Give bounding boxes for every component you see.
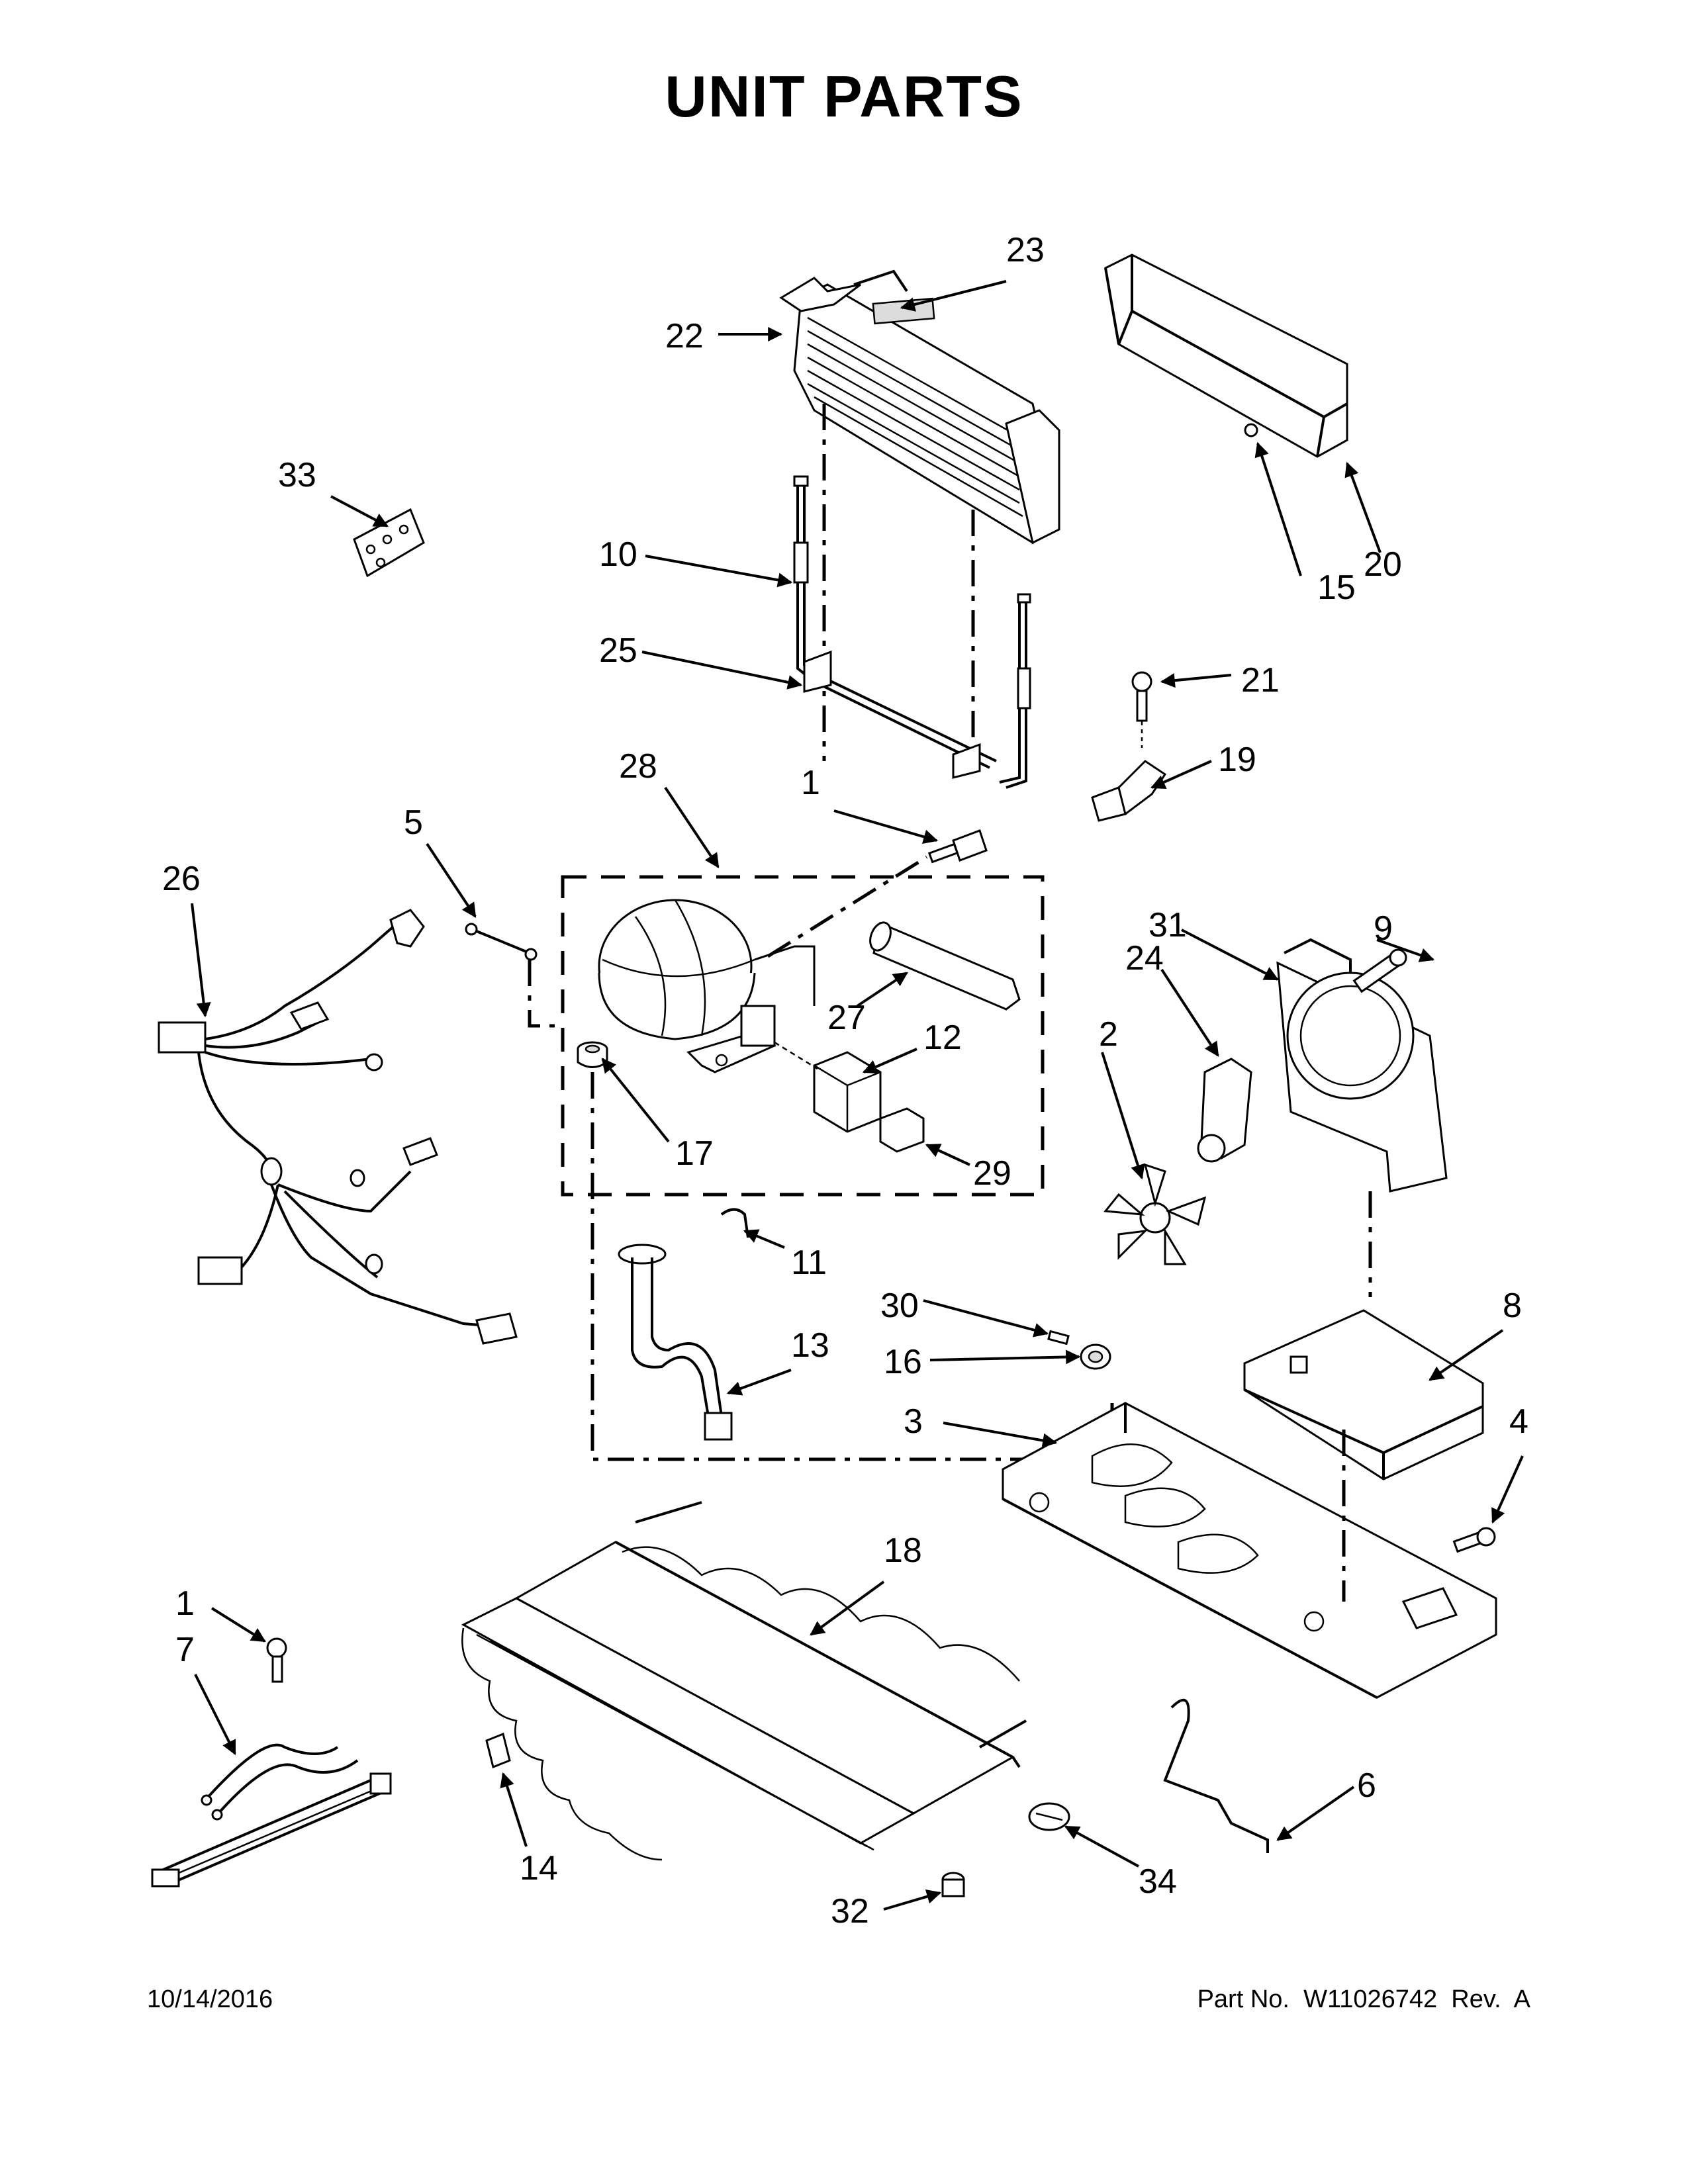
callout-23: 23 [1006, 231, 1045, 269]
fan-motor-24 [1197, 1058, 1252, 1163]
fan-shroud-31 [1276, 938, 1448, 1193]
callout-1a: 1 [801, 764, 820, 802]
defrost-heater-harness-7 [151, 1637, 392, 1888]
callout-9: 9 [1374, 909, 1393, 948]
clip-14 [485, 1732, 511, 1769]
clip-11 [720, 1208, 749, 1238]
callout-5: 5 [404, 803, 423, 842]
callout-19: 19 [1218, 741, 1256, 779]
callout-3: 3 [904, 1402, 923, 1441]
wiring-harness-26 [158, 909, 518, 1345]
fan-blade-2 [1103, 1163, 1207, 1265]
callout-11: 11 [791, 1244, 827, 1282]
condenser-duct-cover [1104, 253, 1348, 458]
callout-18: 18 [884, 1531, 922, 1570]
callout-7: 7 [175, 1631, 195, 1669]
fan-bracket-8 [1243, 1309, 1484, 1480]
filter-drier-27 [869, 921, 1021, 1011]
start-relay-12 [774, 1041, 882, 1133]
leader-lines [191, 280, 1524, 1911]
callout-13: 13 [791, 1326, 829, 1365]
overload-29 [879, 1107, 925, 1153]
callout-14: 14 [520, 1849, 558, 1888]
callout-2: 2 [1099, 1015, 1118, 1054]
evaporator-18 [461, 1501, 1027, 1861]
bracket-19 [1091, 760, 1167, 822]
callout-33: 33 [278, 456, 316, 494]
screw-4 [1452, 1527, 1496, 1553]
callout-20: 20 [1364, 545, 1402, 584]
callout-10: 10 [599, 535, 637, 574]
screw-1-top [927, 829, 988, 864]
pin-30 [1047, 1330, 1070, 1345]
callout-21: 21 [1241, 661, 1280, 700]
callout-numbers: 23 22 33 10 25 20 15 21 19 28 1 5 26 31 … [162, 231, 1528, 1931]
clip-5 [465, 923, 538, 961]
callout-6: 6 [1357, 1766, 1376, 1805]
callout-22: 22 [665, 317, 704, 355]
callout-29: 29 [973, 1154, 1011, 1193]
callout-1b: 1 [175, 1584, 195, 1623]
callout-34: 34 [1139, 1862, 1177, 1901]
callout-25: 25 [599, 631, 637, 670]
screw-9 [1352, 948, 1407, 993]
bracket-wire-6 [1163, 1698, 1269, 1853]
control-board-33 [353, 508, 425, 578]
screw [1244, 423, 1258, 437]
callout-17: 17 [675, 1134, 714, 1173]
callout-4: 4 [1509, 1402, 1528, 1441]
callout-24: 24 [1125, 939, 1164, 978]
callout-8: 8 [1503, 1287, 1522, 1325]
bushing-32 [941, 1872, 965, 1897]
compressor-base-3 [1002, 1402, 1497, 1699]
compressor [598, 899, 816, 1073]
footer-date: 10/14/2016 [147, 1985, 273, 2013]
callout-28: 28 [619, 747, 657, 786]
callout-15: 15 [1317, 569, 1356, 607]
page-title: UNIT PARTS [665, 64, 1023, 129]
drain-plug-34 [1028, 1802, 1070, 1831]
footer-part-number: Part No. W11026742 Rev. A [1197, 1985, 1530, 2013]
callout-16: 16 [884, 1343, 922, 1381]
grommet-17 [577, 1041, 608, 1068]
callout-12: 12 [923, 1019, 962, 1057]
mounting-screw-21 [1131, 671, 1152, 748]
callout-26: 26 [162, 860, 201, 898]
callout-32: 32 [831, 1892, 869, 1931]
grommet-16 [1080, 1343, 1111, 1370]
callout-27: 27 [827, 999, 866, 1037]
callout-31: 31 [1149, 906, 1187, 944]
suction-line-13 [618, 1244, 733, 1441]
callout-30: 30 [880, 1287, 919, 1325]
condenser-wire-bracket [793, 475, 1031, 789]
